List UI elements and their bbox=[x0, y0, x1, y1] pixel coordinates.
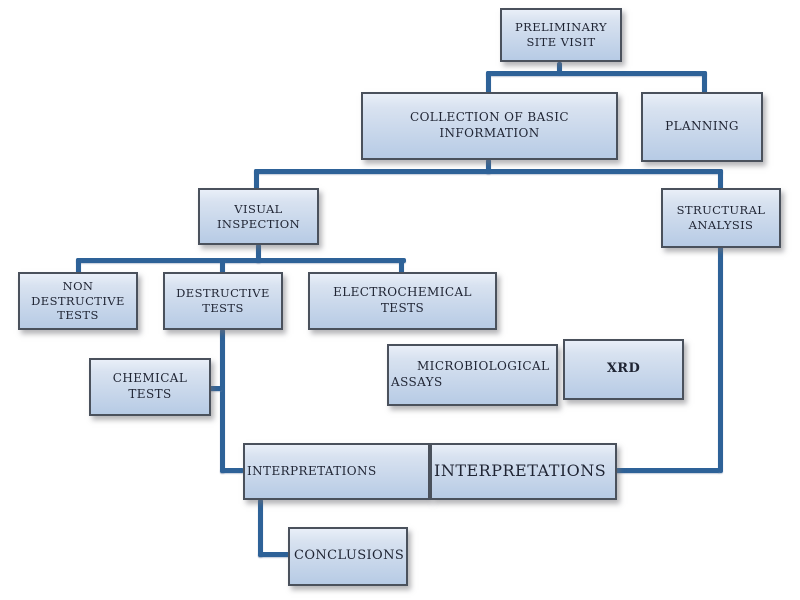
node-interpretations-right: INTERPRETATIONS bbox=[430, 443, 617, 500]
connector-level1-bar bbox=[486, 71, 707, 76]
connector-level3-bar bbox=[76, 258, 406, 263]
connector-to-non-destructive bbox=[76, 258, 81, 274]
node-label: COLLECTION OF BASIC INFORMATION bbox=[409, 110, 569, 140]
connector-destructive-vertical bbox=[220, 329, 225, 473]
node-label: MICROBIOLOGICAL ASSAYS bbox=[391, 359, 550, 389]
node-label: VISUAL INSPECTION bbox=[216, 201, 301, 231]
connector-to-planning bbox=[702, 71, 707, 94]
connector-to-visual bbox=[254, 169, 259, 190]
connector-to-chemical bbox=[206, 386, 222, 391]
connector-to-destructive bbox=[220, 258, 225, 274]
node-label: XRD bbox=[606, 361, 641, 377]
node-label: ELECTROCHEMICAL TESTS bbox=[333, 285, 472, 315]
node-label: NON DESTRUCTIVE TESTS bbox=[31, 278, 125, 323]
node-label: PLANNING bbox=[665, 119, 739, 134]
node-conclusions: CONCLUSIONS bbox=[288, 527, 408, 586]
node-label: PRELIMINARY SITE VISIT bbox=[515, 20, 607, 49]
node-non-destructive-tests: NON DESTRUCTIVE TESTS bbox=[18, 272, 138, 330]
node-visual-inspection: VISUAL INSPECTION bbox=[198, 188, 319, 245]
connector-to-interpretations-right bbox=[615, 468, 720, 473]
node-chemical-tests: CHEMICAL TESTS bbox=[89, 358, 211, 416]
connector-psv-down bbox=[557, 62, 562, 75]
connector-to-interpretations-left bbox=[220, 468, 244, 473]
node-structural-analysis: STRUCTURAL ANALYSIS bbox=[661, 188, 781, 248]
connector-collection-down bbox=[486, 159, 491, 174]
node-collection-of-basic-information: COLLECTION OF BASIC INFORMATION bbox=[361, 92, 618, 160]
node-label: CHEMICAL TESTS bbox=[112, 371, 188, 401]
connector-structural-vertical bbox=[718, 169, 723, 473]
node-planning: PLANNING bbox=[641, 92, 763, 162]
node-label: STRUCTURAL ANALYSIS bbox=[676, 203, 766, 232]
connector-interpretations-down bbox=[258, 499, 263, 557]
node-label: INTERPRETATIONS bbox=[434, 461, 607, 481]
connector-to-electrochemical bbox=[399, 258, 404, 274]
connector-level2-bar bbox=[254, 169, 723, 174]
node-label: DESTRUCTIVE TESTS bbox=[176, 286, 270, 315]
node-electrochemical-tests: ELECTROCHEMICAL TESTS bbox=[308, 272, 497, 330]
node-interpretations-left: INTERPRETATIONS bbox=[243, 443, 430, 500]
node-label: CONCLUSIONS bbox=[294, 548, 405, 564]
node-preliminary-site-visit: PRELIMINARY SITE VISIT bbox=[500, 8, 622, 62]
node-microbiological-assays: MICROBIOLOGICAL ASSAYS bbox=[387, 344, 558, 406]
connector-to-conclusions bbox=[258, 552, 290, 557]
node-label: INTERPRETATIONS bbox=[247, 463, 377, 478]
connector-to-collection bbox=[486, 71, 491, 94]
node-destructive-tests: DESTRUCTIVE TESTS bbox=[163, 272, 283, 330]
connector-visual-down bbox=[256, 244, 261, 263]
node-xrd: XRD bbox=[563, 339, 684, 400]
